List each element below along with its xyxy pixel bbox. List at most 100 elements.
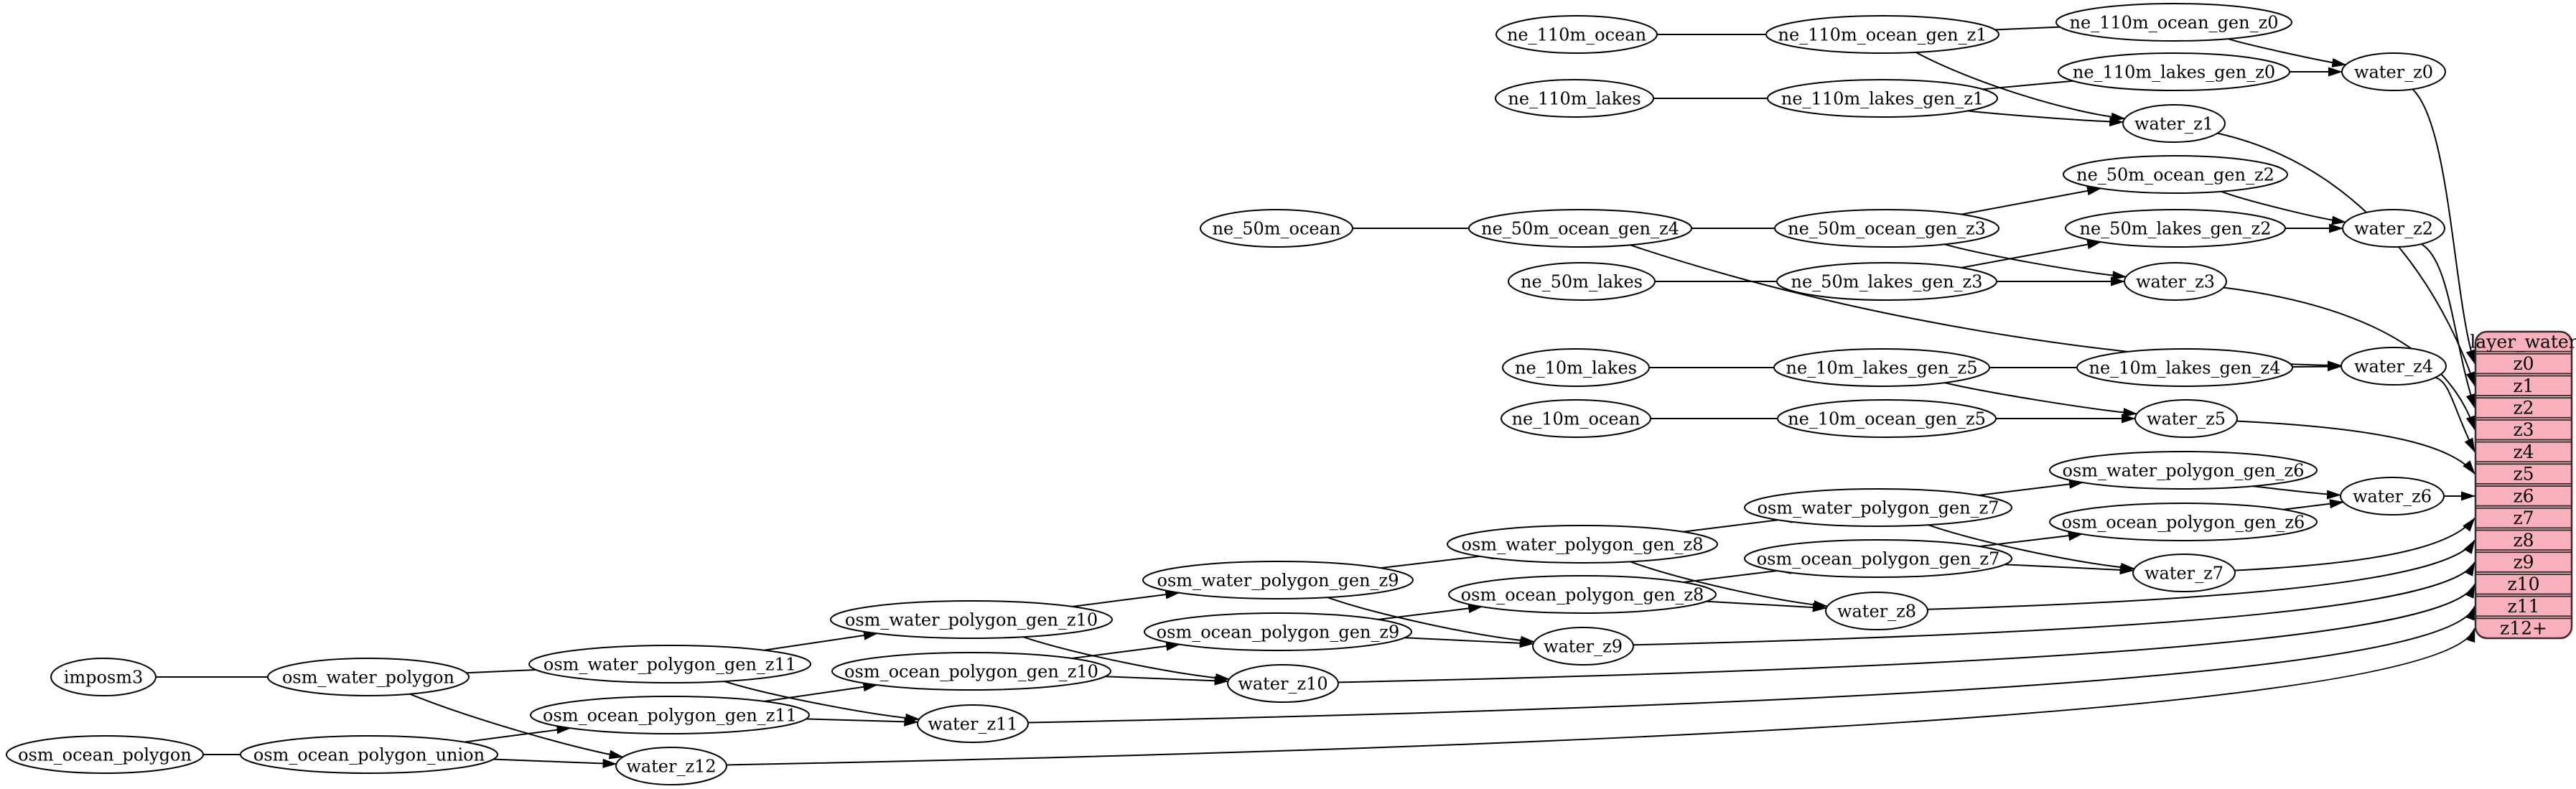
edge-osm_ocean_polygon_gen_z11-to-osm_ocean_polygon_gen_z10 — [764, 682, 878, 702]
node-label-imposm3: imposm3 — [64, 668, 144, 688]
node-ellipse-ne_10m_ocean_gen_z5 — [1777, 399, 1997, 438]
node-ne_10m_lakes_gen_z4: ne_10m_lakes_gen_z4 — [2076, 348, 2293, 387]
node-label-osm_ocean_polygon_gen_z7: osm_ocean_polygon_gen_z7 — [1757, 549, 2000, 569]
table-row-cell-z4 — [2475, 441, 2572, 463]
node-label-ne_50m_ocean_gen_z3: ne_50m_ocean_gen_z3 — [1788, 219, 1986, 239]
node-ne_110m_lakes_gen_z0: ne_110m_lakes_gen_z0 — [2058, 52, 2290, 91]
table-row-cell-z3 — [2475, 419, 2572, 441]
table-row-cell-z12+ — [2475, 617, 2572, 638]
node-ne_50m_ocean: ne_50m_ocean — [1200, 209, 1353, 248]
edge-osm_water_polygon_gen_z8-to-osm_water_polygon_gen_z7 — [1682, 513, 1793, 533]
table-row-cell-z5 — [2475, 463, 2572, 485]
edge-osm_water_polygon_gen_z8-to-water_z8 — [1630, 561, 1829, 610]
node-ellipse-water_z6 — [2340, 477, 2445, 515]
edge-osm_ocean_polygon_union-to-water_z12 — [489, 758, 617, 768]
node-ellipse-osm_ocean_polygon_gen_z11 — [530, 696, 810, 734]
node-ellipse-osm_ocean_polygon — [6, 735, 204, 774]
node-label-osm_ocean_polygon: osm_ocean_polygon — [18, 745, 192, 765]
node-water_z0: water_z0 — [2341, 52, 2446, 91]
node-label-ne_10m_lakes_gen_z4: ne_10m_lakes_gen_z4 — [2089, 358, 2281, 378]
edge-osm_water_polygon_gen_z7-to-water_z7 — [1928, 524, 2135, 572]
table-row-cell-z0 — [2475, 353, 2572, 375]
table-row-cell-z10 — [2475, 573, 2572, 595]
node-ellipse-osm_ocean_polygon_gen_z10 — [831, 652, 1111, 691]
node-label-ne_50m_ocean_gen_z2: ne_50m_ocean_gen_z2 — [2076, 165, 2274, 185]
node-ellipse-water_z8 — [1825, 592, 1928, 630]
edge-osm_water_polygon_gen_z10-to-osm_water_polygon_gen_z9 — [1072, 589, 1180, 607]
edge-ne_50m_lakes_gen_z3-to-ne_50m_lakes_gen_z2 — [1961, 240, 2102, 269]
node-ellipse-ne_110m_lakes — [1495, 79, 1654, 118]
table-row-cell-z8 — [2475, 529, 2572, 551]
node-osm_water_polygon_gen_z11: osm_water_polygon_gen_z11 — [528, 645, 811, 683]
node-ellipse-water_z11 — [917, 704, 1029, 743]
node-ne_110m_ocean_gen_z1: ne_110m_ocean_gen_z1 — [1765, 15, 1999, 54]
node-label-ne_110m_lakes_gen_z0: ne_110m_lakes_gen_z0 — [2073, 62, 2275, 83]
node-ellipse-water_z10 — [1227, 664, 1339, 703]
node-label-ne_10m_ocean: ne_10m_ocean — [1512, 409, 1641, 429]
node-osm_ocean_polygon_gen_z10: osm_ocean_polygon_gen_z10 — [831, 652, 1111, 691]
edge-ne_110m_ocean_gen_z1-to-water_z1 — [1915, 52, 2126, 122]
table-row-label-z12+: z12+ — [2500, 618, 2547, 639]
node-ne_10m_ocean: ne_10m_ocean — [1501, 399, 1651, 438]
node-label-water_z3: water_z3 — [2136, 272, 2215, 292]
node-ellipse-osm_ocean_polygon_union — [240, 735, 498, 774]
table-row-cell-z11 — [2475, 595, 2572, 617]
node-label-osm_water_polygon_gen_z9: osm_water_polygon_gen_z9 — [1157, 571, 1399, 591]
node-osm_water_polygon_gen_z9: osm_water_polygon_gen_z9 — [1142, 561, 1414, 599]
edge-ne_50m_ocean_gen_z3-to-water_z3 — [1944, 243, 2127, 281]
edge-osm_water_polygon_gen_z7-to-osm_water_polygon_gen_z6 — [1978, 479, 2083, 496]
node-label-osm_water_polygon_gen_z10: osm_water_polygon_gen_z10 — [845, 610, 1098, 630]
node-ellipse-ne_110m_lakes_gen_z1 — [1767, 79, 1998, 118]
edge-ne_110m_lakes_gen_z1-to-ne_110m_lakes_gen_z0 — [1982, 75, 2088, 90]
node-label-water_z4: water_z4 — [2354, 357, 2433, 377]
node-water_z2: water_z2 — [2342, 209, 2445, 248]
node-ellipse-ne_110m_ocean_gen_z0 — [2055, 3, 2292, 42]
node-water_z10: water_z10 — [1227, 664, 1339, 703]
edge-osm_water_polygon_gen_z9-to-osm_water_polygon_gen_z8 — [1380, 550, 1494, 569]
node-label-ne_110m_lakes_gen_z1: ne_110m_lakes_gen_z1 — [1781, 89, 1984, 109]
node-label-osm_ocean_polygon_union: osm_ocean_polygon_union — [253, 745, 485, 765]
node-label-osm_water_polygon: osm_water_polygon — [282, 668, 454, 688]
node-ne_110m_lakes_gen_z1: ne_110m_lakes_gen_z1 — [1767, 79, 1998, 118]
node-water_z11: water_z11 — [917, 704, 1029, 743]
edge-water_z1-to-layer_water-z1 — [2217, 132, 2475, 387]
node-label-ne_110m_ocean_gen_z1: ne_110m_ocean_gen_z1 — [1778, 25, 1987, 45]
table-header-cell — [2475, 332, 2572, 353]
node-label-water_z10: water_z10 — [1238, 674, 1327, 694]
edge-osm_ocean_polygon_gen_z8-to-water_z8 — [1701, 600, 1827, 612]
node-ellipse-water_z7 — [2132, 554, 2236, 592]
edge-osm_water_polygon_gen_z11-to-osm_water_polygon_gen_z10 — [763, 630, 878, 651]
node-label-water_z0: water_z0 — [2354, 62, 2433, 83]
node-ellipse-ne_50m_lakes_gen_z3 — [1776, 262, 1997, 301]
edge-osm_water_polygon-to-osm_water_polygon_gen_z11 — [466, 664, 550, 674]
table-layer_water: layer_waterz0z1z2z3z4z5z6z7z8z9z10z11z12… — [2470, 330, 2576, 640]
node-label-ne_10m_lakes: ne_10m_lakes — [1515, 358, 1637, 378]
edge-water_z5-to-layer_water-z5 — [2236, 420, 2475, 475]
node-ellipse-ne_10m_lakes_gen_z4 — [2076, 348, 2293, 387]
node-osm_ocean_polygon_gen_z9: osm_ocean_polygon_gen_z9 — [1144, 612, 1412, 651]
node-ellipse-osm_water_polygon_gen_z9 — [1142, 561, 1414, 599]
node-osm_water_polygon_gen_z6: osm_water_polygon_gen_z6 — [2049, 451, 2318, 490]
edges-layer — [155, 22, 2475, 768]
node-water_z4: water_z4 — [2341, 347, 2447, 386]
node-ne_50m_lakes_gen_z3: ne_50m_lakes_gen_z3 — [1776, 262, 1997, 301]
edge-water_z3-to-layer_water-z3 — [2223, 286, 2475, 431]
node-ellipse-ne_50m_lakes_gen_z2 — [2065, 209, 2286, 248]
node-ellipse-imposm3 — [50, 658, 157, 696]
table-row-label-z7: z7 — [2513, 508, 2534, 528]
node-label-ne_10m_lakes_gen_z5: ne_10m_lakes_gen_z5 — [1786, 358, 1978, 378]
node-label-ne_50m_ocean_gen_z4: ne_50m_ocean_gen_z4 — [1481, 219, 1679, 239]
table-row-label-z0: z0 — [2513, 353, 2534, 374]
edge-water_z8-to-layer_water-z8 — [1927, 539, 2475, 610]
node-ne_50m_lakes_gen_z2: ne_50m_lakes_gen_z2 — [2065, 209, 2286, 248]
edge-osm_ocean_polygon_gen_z10-to-osm_ocean_polygon_gen_z9 — [1071, 641, 1181, 659]
node-ne_50m_lakes: ne_50m_lakes — [1508, 262, 1656, 301]
node-ellipse-water_z0 — [2341, 52, 2446, 91]
node-label-water_z2: water_z2 — [2354, 219, 2433, 239]
node-label-osm_ocean_polygon_gen_z9: osm_ocean_polygon_gen_z9 — [1157, 622, 1400, 643]
node-ellipse-osm_ocean_polygon_gen_z9 — [1144, 612, 1412, 651]
node-ellipse-water_z1 — [2122, 104, 2226, 143]
node-ne_10m_ocean_gen_z5: ne_10m_ocean_gen_z5 — [1777, 399, 1997, 438]
node-ellipse-water_z4 — [2341, 347, 2447, 386]
